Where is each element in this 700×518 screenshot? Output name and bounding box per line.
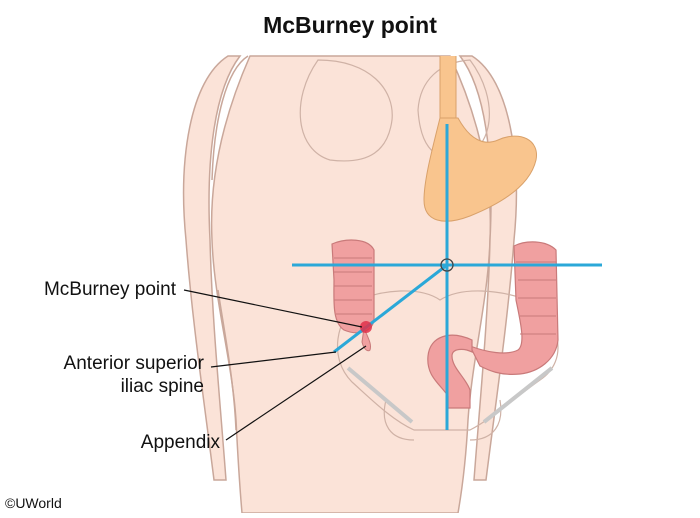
- left-inguinal-line: [346, 366, 414, 424]
- spinoumbilical-line: [333, 263, 448, 354]
- mcburney-point-marker: [360, 321, 372, 333]
- appendix: [361, 326, 371, 352]
- label-asis-line1: Anterior superior: [63, 353, 204, 374]
- ascending-colon-folds: [334, 257, 372, 315]
- left-body-edge: [211, 55, 249, 431]
- leader-appendix: [225, 345, 367, 441]
- esophagus: [439, 56, 457, 121]
- label-appendix: Appendix: [140, 432, 220, 453]
- diagram-title: McBurney point: [263, 12, 437, 38]
- sigmoid-colon: [427, 334, 473, 409]
- descending-colon: [468, 241, 559, 375]
- label-asis-line2: iliac spine: [120, 376, 204, 397]
- leader-mcburney: [183, 289, 363, 328]
- left-arm: [182, 55, 242, 481]
- right-inguinal-line: [482, 366, 554, 424]
- descending-colon-folds: [516, 261, 556, 335]
- umbilicus: [440, 258, 454, 272]
- copyright-notice: ©UWorld: [5, 495, 62, 511]
- leader-asis: [210, 351, 337, 368]
- label-mcburney-point: McBurney point: [43, 279, 176, 300]
- right-lung: [299, 59, 393, 162]
- stomach: [423, 117, 537, 222]
